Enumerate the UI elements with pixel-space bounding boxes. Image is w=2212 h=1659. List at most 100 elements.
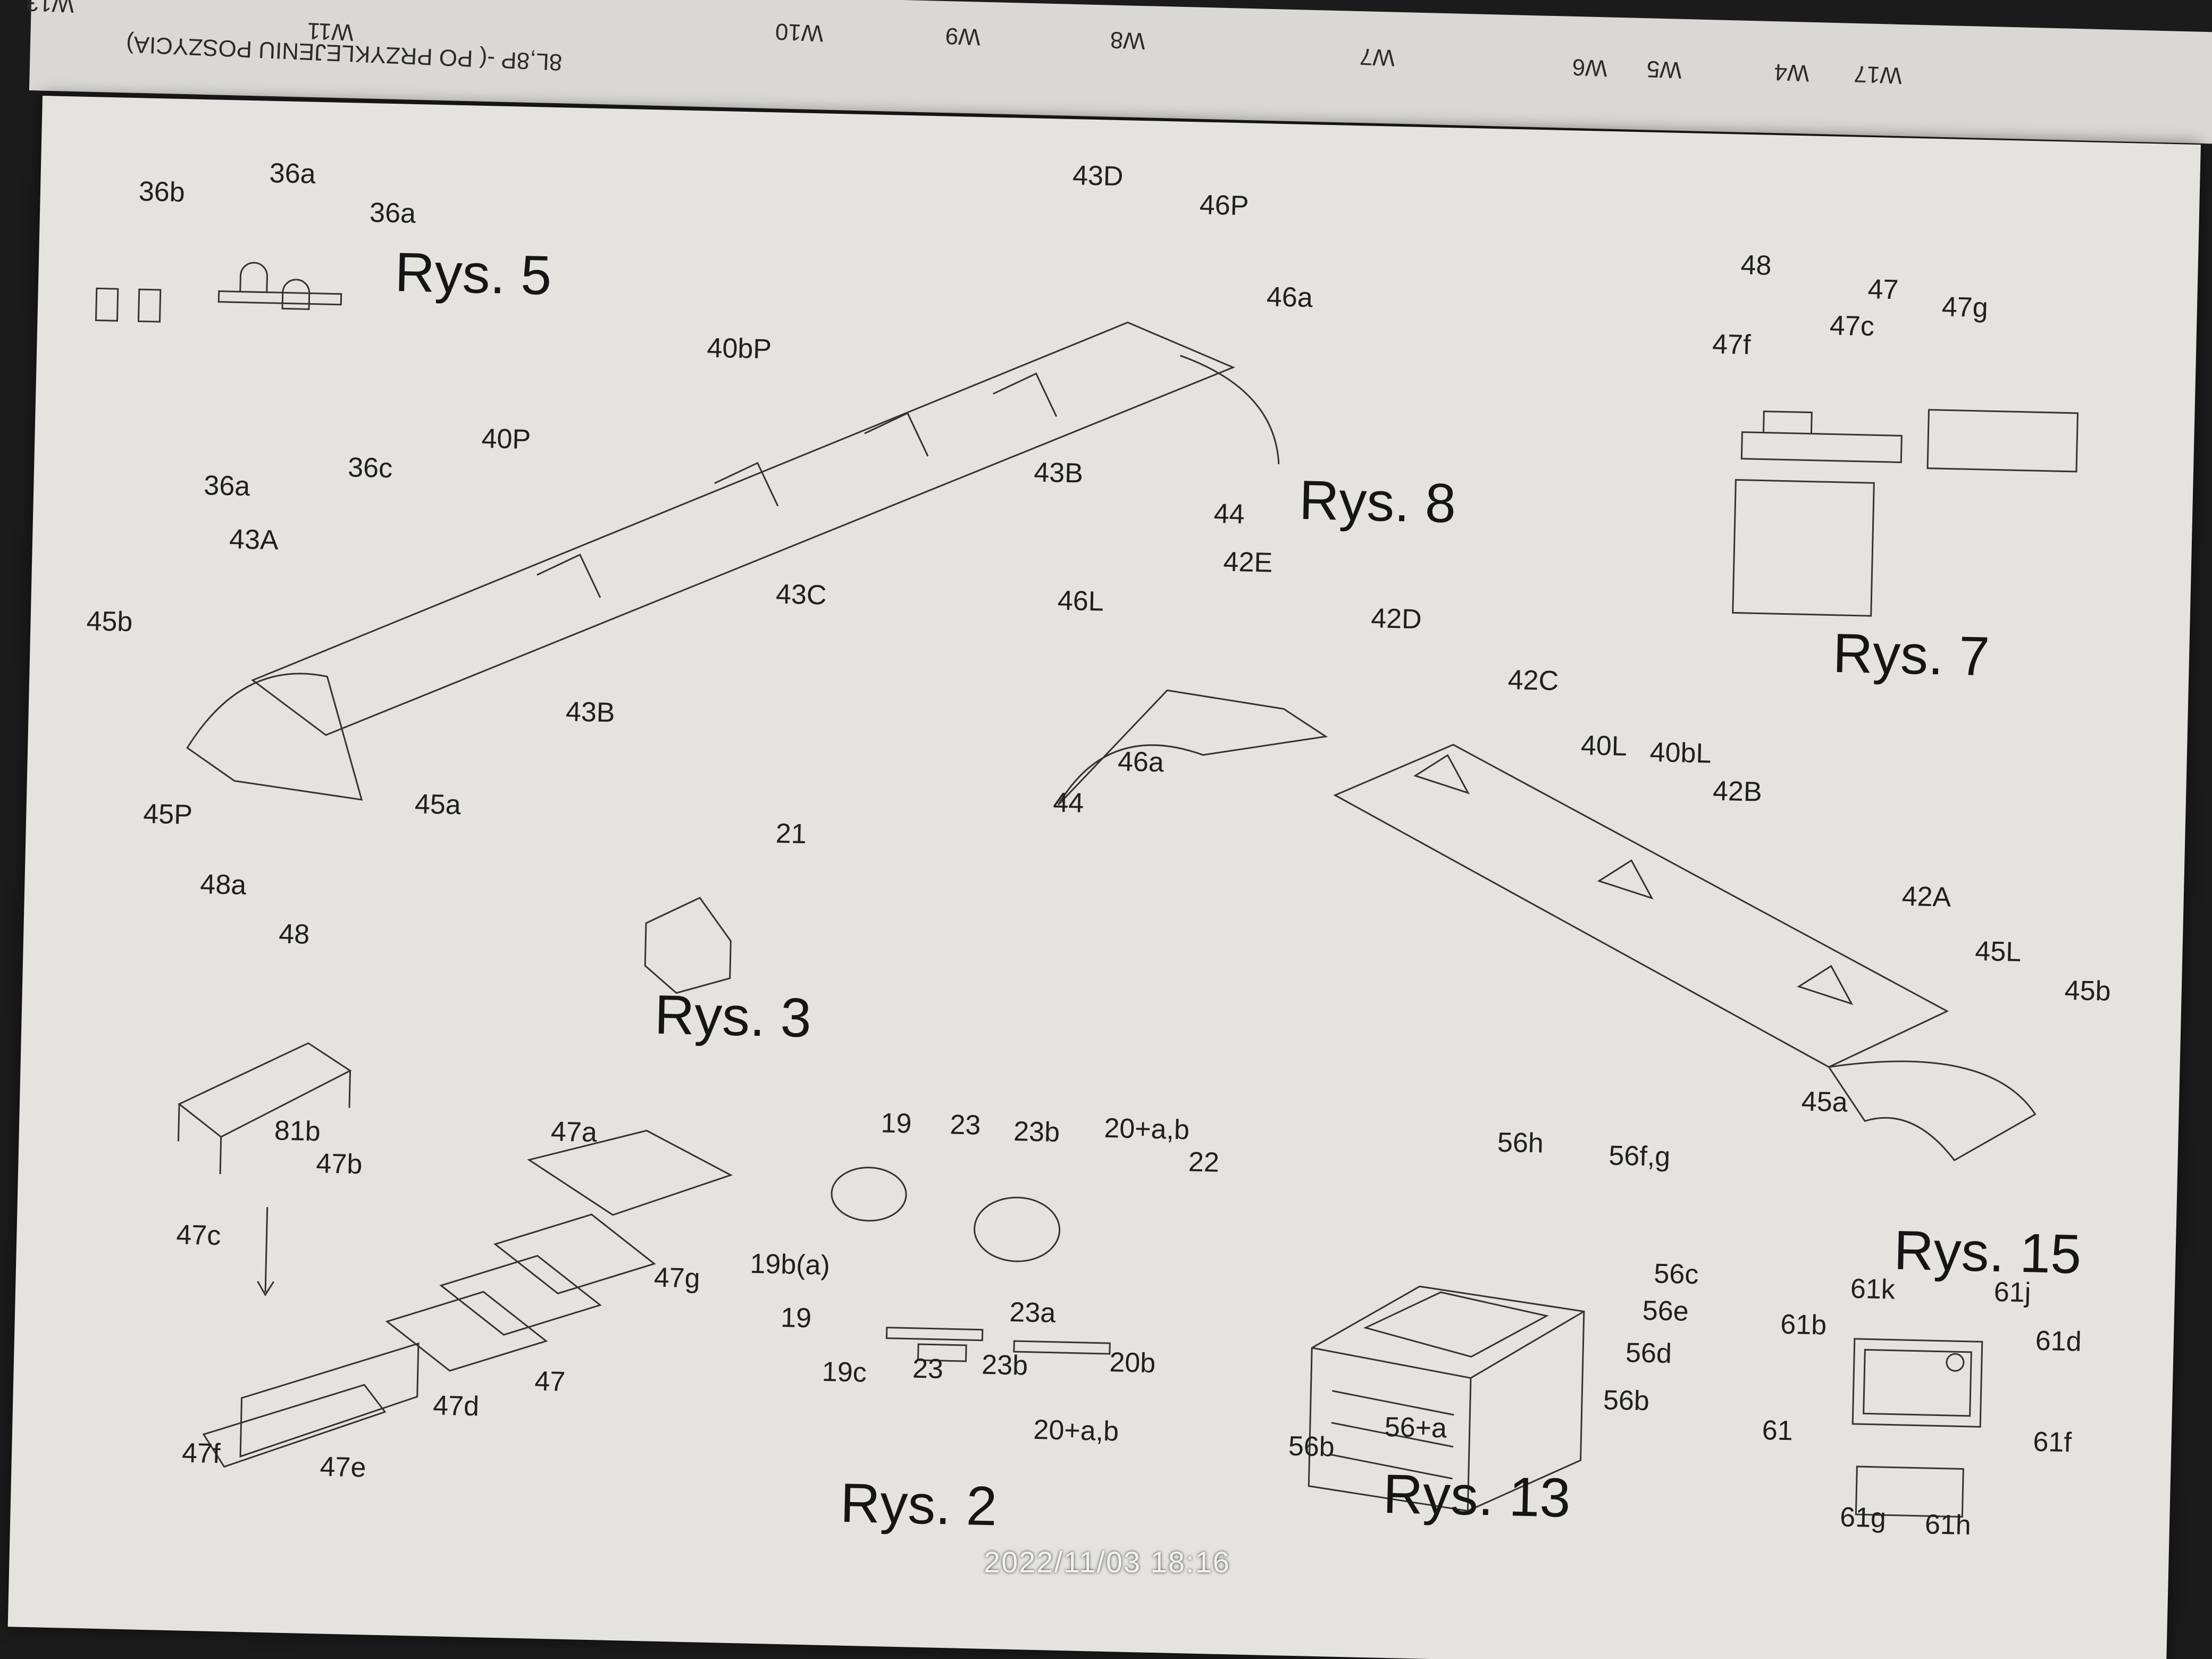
part-label: 43C: [775, 579, 827, 611]
rail-40p: [251, 321, 1235, 736]
part-label: 36c: [347, 452, 393, 484]
part-label: 56b: [1288, 1430, 1335, 1463]
top-label: W9: [944, 22, 981, 51]
part-label: 45L: [1974, 935, 2022, 968]
part-47-side: [1732, 479, 1875, 617]
part-label: 48a: [199, 869, 247, 901]
part-label: 23a: [1009, 1296, 1056, 1329]
part-label: 23: [949, 1109, 982, 1141]
part-label: 47d: [432, 1390, 480, 1422]
part-label: 47: [1867, 273, 1899, 306]
part-label: 40P: [481, 423, 531, 455]
part-label: 56d: [1625, 1337, 1672, 1370]
part-label: 40L: [1580, 730, 1628, 762]
part-label: 36a: [203, 470, 250, 502]
part-19-plate: [831, 1167, 1061, 1262]
part-label: 42A: [1901, 881, 1951, 913]
top-label: W6: [1571, 54, 1608, 81]
part-47-plates: [385, 1129, 733, 1372]
part-36-side: [95, 287, 162, 323]
part-label: 44: [1213, 498, 1245, 530]
part-20-strip: [885, 1327, 1111, 1362]
part-label: 23b: [1013, 1116, 1060, 1148]
part-56-lid: [1363, 1291, 1549, 1358]
figure-title-rys5: Rys. 5: [394, 241, 552, 307]
part-label: 61k: [1850, 1273, 1896, 1305]
top-label: W10: [774, 18, 824, 47]
top-label: W7: [1359, 43, 1396, 71]
part-label: 36a: [269, 157, 316, 190]
part-label: 56h: [1497, 1127, 1544, 1159]
part-label: 44: [1052, 787, 1084, 819]
top-label: W8: [1109, 27, 1146, 54]
part-47-frame: [202, 1384, 387, 1468]
fender-44: [1179, 355, 1280, 464]
figure-title-rys3: Rys. 3: [653, 984, 812, 1050]
part-56-box: [1308, 1285, 1585, 1512]
part-21-wedge: [644, 896, 732, 994]
part-label: 20+a,b: [1033, 1414, 1119, 1447]
figure-title-rys15: Rys. 15: [1893, 1219, 2082, 1286]
part-label: 20+a,b: [1103, 1112, 1190, 1146]
part-label: 46a: [1266, 281, 1313, 314]
part-label: 42C: [1507, 664, 1559, 697]
part-label: 47c: [1829, 310, 1875, 342]
part-label: 47g: [653, 1262, 701, 1294]
part-label: 47b: [315, 1148, 363, 1180]
part-47-top: [1740, 410, 1903, 464]
rail-40l: [1333, 743, 1949, 1068]
part-label: 45a: [1801, 1086, 1848, 1118]
part-label: 43B: [1033, 457, 1084, 489]
part-label: 19c: [822, 1356, 867, 1388]
part-label: 47a: [550, 1116, 598, 1149]
part-61-cap: [1946, 1353, 1965, 1372]
part-label: 61f: [2032, 1426, 2072, 1459]
part-label: 47f: [1712, 329, 1752, 361]
part-label: 48: [278, 918, 310, 950]
part-label: 46a: [1117, 746, 1164, 778]
top-label: W11: [306, 17, 354, 46]
part-label: 40bP: [706, 332, 772, 365]
part-label: 81b: [274, 1115, 321, 1147]
part-label: 47e: [319, 1451, 367, 1484]
part-label: 46L: [1057, 585, 1104, 617]
part-label: 61d: [2035, 1325, 2082, 1358]
part-label: 22: [1188, 1146, 1220, 1178]
part-label: 47g: [1941, 291, 1989, 324]
part-label: 61j: [1993, 1276, 2031, 1309]
part-label: 45a: [414, 789, 462, 821]
part-label: 23: [912, 1353, 944, 1385]
figure-title-rys2: Rys. 2: [840, 1472, 998, 1538]
part-label: 56c: [1653, 1258, 1699, 1291]
part-label: 46P: [1199, 189, 1250, 222]
part-label: 56+a: [1384, 1411, 1447, 1444]
top-label: W4: [1773, 58, 1810, 87]
part-label: 42E: [1223, 546, 1273, 579]
part-label: 36a: [369, 197, 416, 229]
fender-45p: [186, 673, 363, 801]
part-label: 61h: [1924, 1509, 1972, 1541]
arrow-down: [257, 1207, 274, 1296]
part-36-sketch: [217, 262, 342, 311]
part-61-base: [1855, 1465, 1964, 1518]
part-label: 43A: [229, 524, 279, 556]
fender-46l: [1057, 689, 1328, 806]
part-label: 56f,g: [1608, 1140, 1671, 1172]
part-label: 43B: [565, 696, 616, 728]
part-56-slots: [1330, 1390, 1454, 1480]
figure-title-rys7: Rys. 7: [1832, 622, 1991, 688]
part-label: 19: [780, 1302, 812, 1334]
top-label: W17: [1853, 61, 1903, 89]
part-47-end: [1926, 409, 2079, 473]
part-48-ladder: [177, 1042, 352, 1175]
part-label: 47c: [175, 1219, 221, 1252]
part-label: 45b: [86, 606, 133, 638]
part-label: 45b: [2064, 975, 2112, 1007]
part-label: 56e: [1642, 1295, 1689, 1327]
assembly-drawings: [95, 262, 2079, 1518]
part-label: 45P: [143, 798, 193, 831]
part-label: 61b: [1780, 1309, 1827, 1341]
part-label: 47: [534, 1365, 566, 1397]
figure-title-rys8: Rys. 8: [1298, 469, 1457, 535]
